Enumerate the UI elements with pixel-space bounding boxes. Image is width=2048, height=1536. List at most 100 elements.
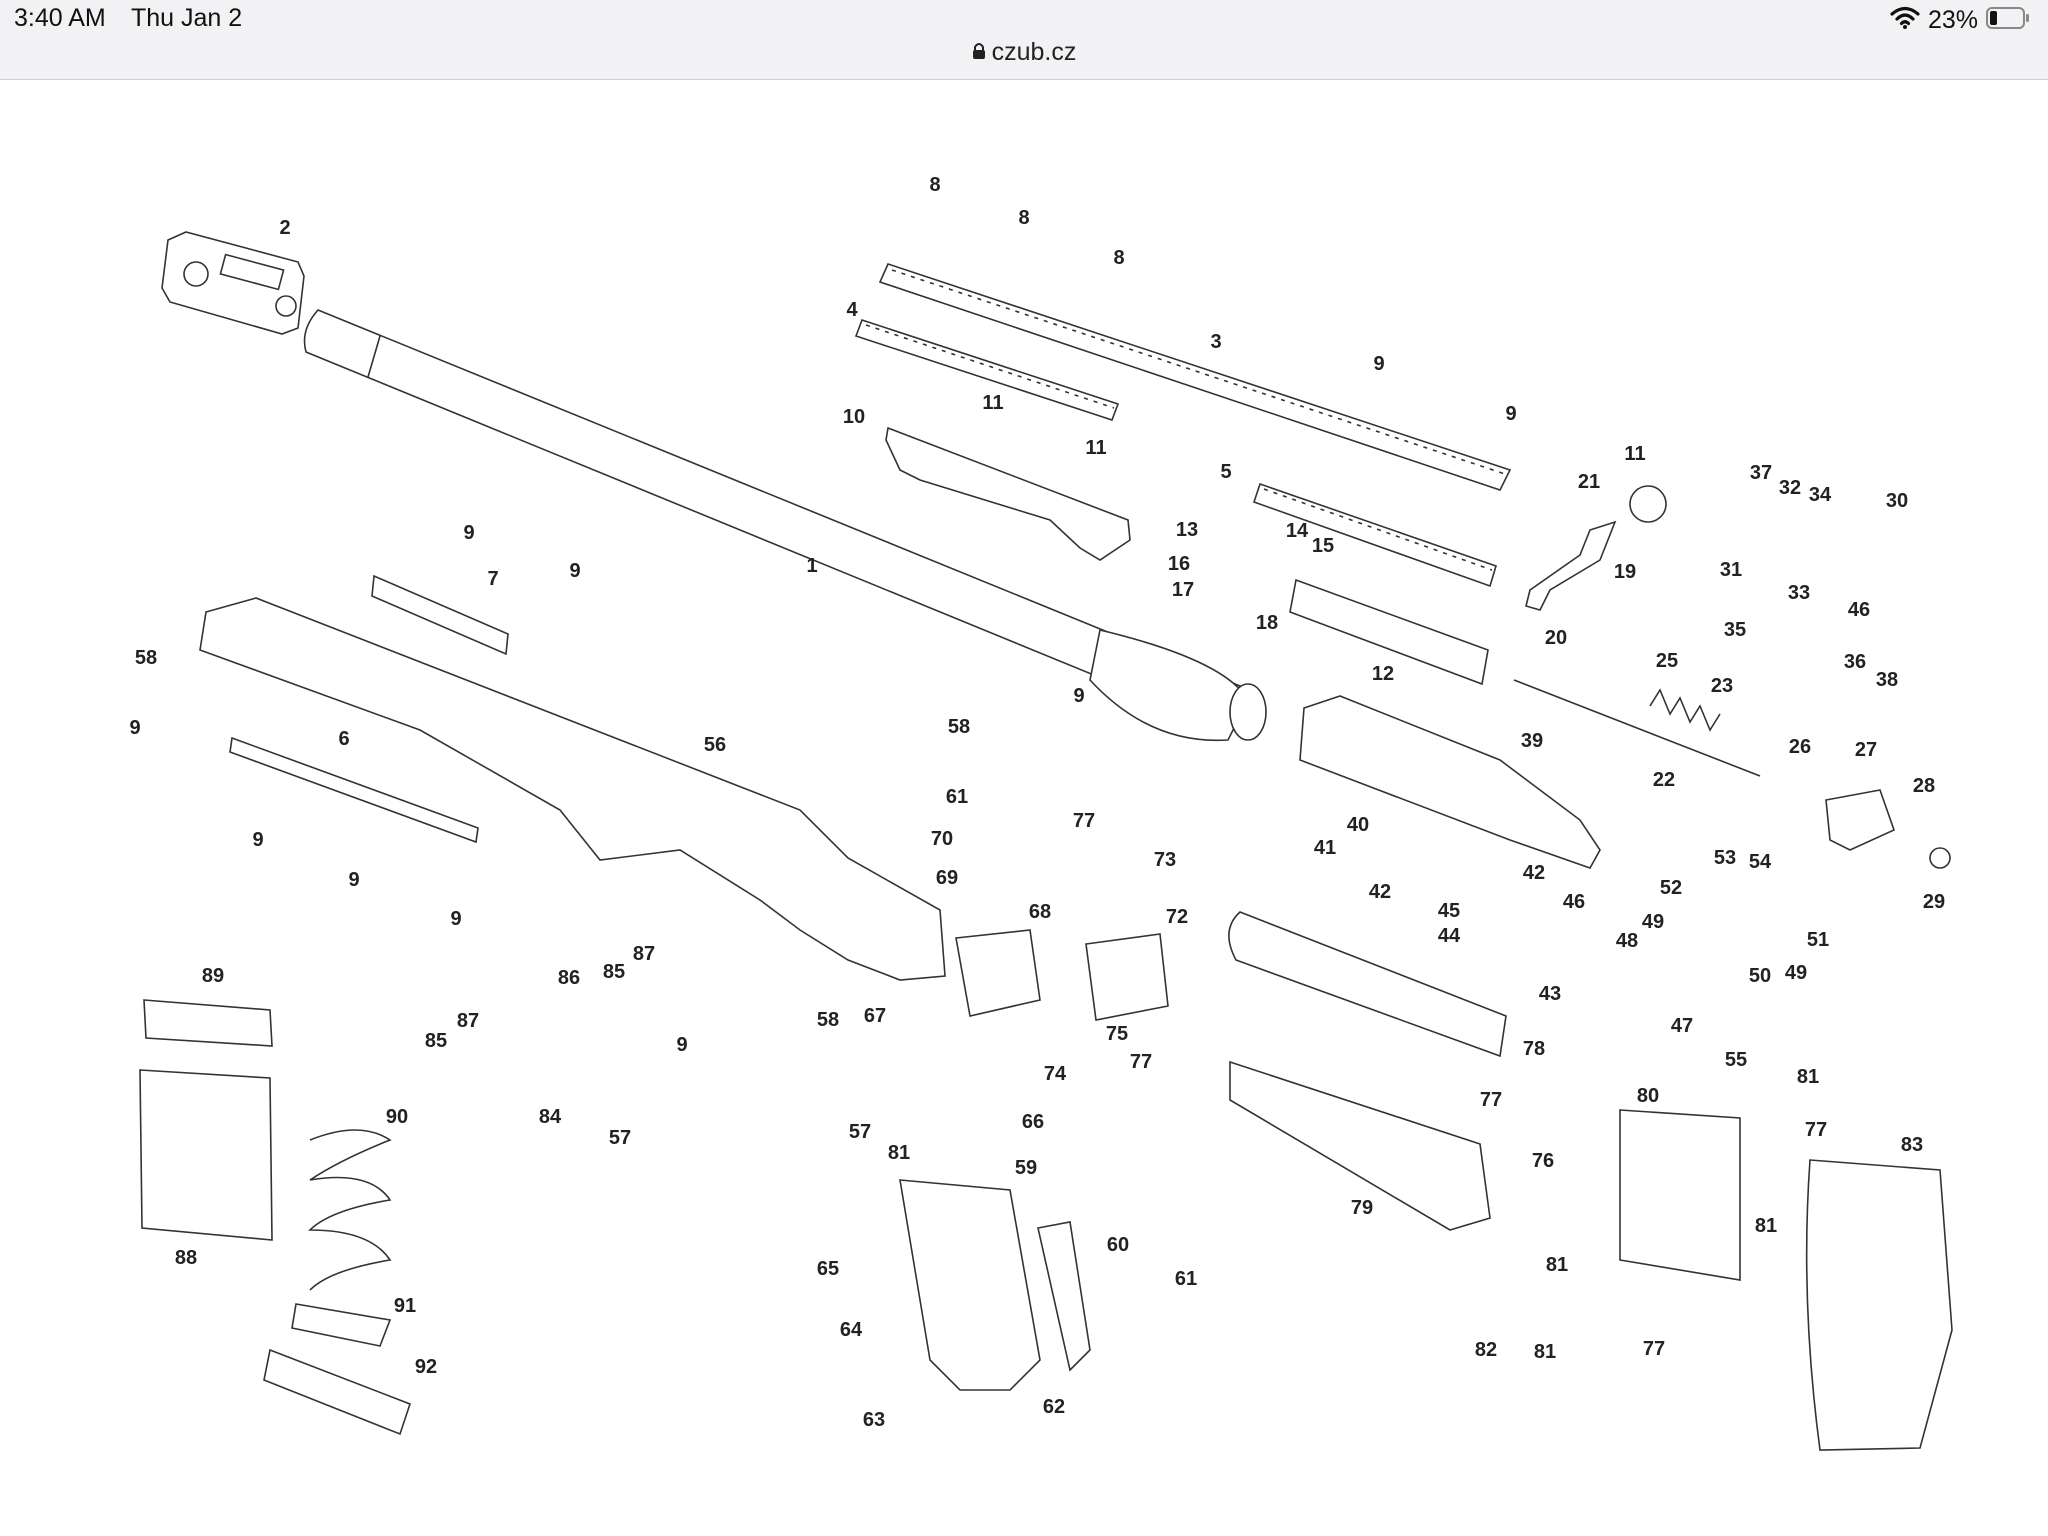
callout-65: 65 (817, 1258, 839, 1280)
callout-11: 11 (982, 392, 1003, 414)
callout-68: 68 (1029, 901, 1051, 923)
callout-80: 80 (1637, 1085, 1659, 1107)
callout-7: 7 (487, 568, 498, 590)
callout-61: 61 (1175, 1268, 1197, 1290)
callout-9: 9 (129, 717, 140, 739)
callout-58: 58 (135, 647, 157, 669)
part-pistol-grip (899, 1179, 1041, 1391)
part-block-68 (955, 929, 1041, 1017)
callout-8: 8 (1113, 247, 1124, 269)
callout-47: 47 (1671, 1015, 1693, 1037)
callout-9: 9 (1373, 353, 1384, 375)
part-magazine (139, 1069, 273, 1241)
callout-59: 59 (1015, 1157, 1037, 1179)
callout-9: 9 (1505, 403, 1516, 425)
callout-76: 76 (1532, 1150, 1554, 1172)
callout-17: 17 (1172, 579, 1194, 601)
callout-70: 70 (931, 828, 953, 850)
callout-57: 57 (609, 1127, 631, 1149)
callout-89: 89 (202, 965, 224, 987)
callout-87: 87 (633, 943, 655, 965)
callout-49: 49 (1642, 911, 1664, 933)
part-chassis (199, 597, 946, 981)
callout-57: 57 (849, 1121, 871, 1143)
callout-21: 21 (1578, 471, 1600, 493)
callout-29: 29 (1923, 891, 1945, 913)
callout-69: 69 (936, 867, 958, 889)
callout-56: 56 (704, 734, 726, 756)
part-spring (1649, 688, 1721, 732)
callout-60: 60 (1107, 1234, 1129, 1256)
callout-46: 46 (1563, 891, 1585, 913)
callout-83: 83 (1901, 1134, 1923, 1156)
part-block-72 (1085, 933, 1169, 1021)
callout-15: 15 (1312, 535, 1334, 557)
part-bolt-handle (1525, 520, 1617, 611)
callout-9: 9 (1073, 685, 1084, 707)
part-mag-spring (308, 1129, 392, 1291)
callout-58: 58 (948, 716, 970, 738)
callout-43: 43 (1539, 983, 1561, 1005)
part-rail-adapter (885, 426, 1131, 561)
callout-53: 53 (1714, 847, 1736, 869)
callout-10: 10 (843, 406, 865, 428)
address-bar[interactable]: czub.cz (0, 38, 2048, 67)
callout-62: 62 (1043, 1396, 1065, 1418)
part-bolt-knob (1629, 485, 1667, 523)
callout-37: 37 (1750, 462, 1772, 484)
callout-81: 81 (1534, 1341, 1556, 1363)
callout-75: 75 (1106, 1023, 1128, 1045)
callout-16: 16 (1168, 553, 1190, 575)
status-bar: 3:40 AM Thu Jan 2 23% czub.c (0, 0, 2048, 80)
callout-55: 55 (1725, 1049, 1747, 1071)
part-butt-hinge (1619, 1109, 1741, 1281)
callout-11: 11 (1624, 443, 1645, 465)
part-muzzle-brake (161, 231, 305, 335)
callout-2: 2 (279, 217, 290, 239)
callout-5: 5 (1220, 461, 1231, 483)
callout-9: 9 (569, 560, 580, 582)
callout-77: 77 (1805, 1119, 1827, 1141)
callout-64: 64 (840, 1319, 863, 1341)
callout-63: 63 (863, 1409, 885, 1431)
callout-38: 38 (1876, 669, 1898, 691)
callout-35: 35 (1724, 619, 1746, 641)
callout-50: 50 (1749, 965, 1771, 987)
callout-42: 42 (1523, 862, 1545, 884)
callout-42: 42 (1369, 881, 1391, 903)
lock-icon (972, 38, 986, 67)
callout-9: 9 (450, 908, 461, 930)
callout-91: 91 (394, 1295, 416, 1317)
callout-72: 72 (1166, 906, 1188, 928)
callout-23: 23 (1711, 675, 1733, 697)
part-cheek-rest (1228, 911, 1507, 1058)
callout-81: 81 (1546, 1254, 1568, 1276)
callout-41: 41 (1314, 837, 1336, 859)
callout-90: 90 (386, 1106, 408, 1128)
diagram-parts (139, 231, 1953, 1451)
callout-52: 52 (1660, 877, 1682, 899)
callout-9: 9 (463, 522, 474, 544)
part-lower-rail (229, 736, 479, 844)
part-butt-pad (1805, 1159, 1953, 1451)
callout-9: 9 (252, 829, 263, 851)
part-grip-panel (1037, 1221, 1091, 1372)
callout-9: 9 (676, 1034, 687, 1056)
callout-78: 78 (1523, 1038, 1545, 1060)
callout-12: 12 (1372, 663, 1394, 685)
callout-81: 81 (1797, 1066, 1819, 1088)
part-side-rail (371, 574, 509, 656)
callout-6: 6 (338, 728, 349, 750)
status-right: 23% (1890, 3, 2030, 37)
callout-14: 14 (1286, 520, 1309, 542)
callout-44: 44 (1438, 925, 1461, 947)
status-time: 3:40 AM (14, 4, 106, 32)
callout-49: 49 (1785, 962, 1807, 984)
callout-9: 9 (348, 869, 359, 891)
callout-18: 18 (1256, 612, 1278, 634)
part-firing-pin (1513, 679, 1761, 777)
callout-1: 1 (806, 555, 817, 577)
callout-82: 82 (1475, 1339, 1497, 1361)
